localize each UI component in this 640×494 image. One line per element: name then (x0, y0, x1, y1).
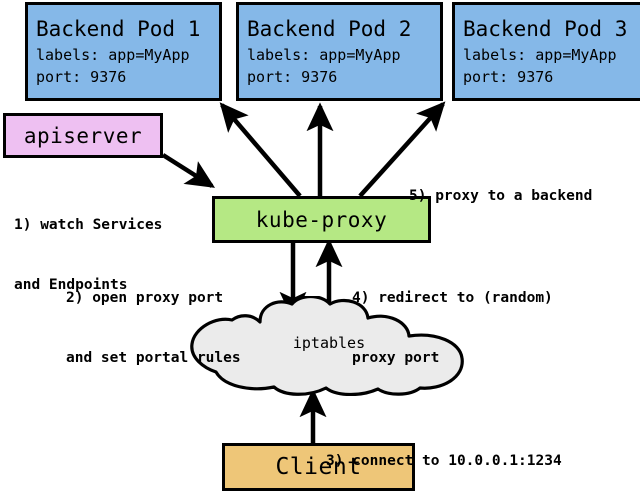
backend-pod-1-title: Backend Pod 1 (36, 16, 201, 41)
backend-pod-3-box: Backend Pod 3 labels: app=MyApp port: 93… (452, 2, 640, 101)
step-5-line-1: 5) proxy to a backend (409, 188, 593, 204)
step-2-line-1: 2) open proxy port (66, 290, 224, 306)
apiserver-box: apiserver (3, 113, 163, 158)
kube-proxy-label: kube-proxy (255, 207, 388, 232)
step-3-line-1: 3) connect to 10.0.0.1:1234 (326, 453, 562, 469)
backend-pod-2-labels: labels: app=MyApp (247, 45, 401, 64)
kube-proxy-box: kube-proxy (212, 196, 431, 243)
backend-pod-1-labels: labels: app=MyApp (36, 45, 190, 64)
step-2-line-2: and set portal rules (66, 350, 241, 366)
backend-pod-3-labels: labels: app=MyApp (463, 45, 617, 64)
step-1-line-2: and Endpoints (14, 277, 128, 293)
backend-pod-2-port: port: 9376 (247, 67, 338, 86)
step-4-line-2: proxy port (352, 350, 440, 366)
step-1-line-1: 1) watch Services (14, 217, 163, 233)
arrow-apiserver-to-kubeproxy (161, 153, 216, 188)
client-label: Client (275, 454, 362, 480)
backend-pod-2-title: Backend Pod 2 (247, 16, 412, 41)
backend-pod-1-port: port: 9376 (36, 67, 127, 86)
arrow-kubeproxy-to-pod1 (219, 102, 302, 198)
step-4-label: 4) redirect to (random) proxy port (352, 248, 553, 408)
step-3-label: 3) connect to 10.0.0.1:1234 (326, 411, 562, 494)
client-box: Client (222, 443, 415, 491)
backend-pod-3-title: Backend Pod 3 (463, 16, 628, 41)
iptables-cloud-shape (190, 294, 464, 397)
iptables-cloud: iptables (188, 294, 470, 397)
backend-pod-1-box: Backend Pod 1 labels: app=MyApp port: 93… (25, 2, 222, 101)
backend-pod-3-port: port: 9376 (463, 67, 554, 86)
step-5-label: 5) proxy to a backend (409, 146, 592, 246)
step-2-label: 2) open proxy port and set portal rules (66, 248, 241, 408)
step-4-line-1: 4) redirect to (random) (352, 290, 553, 306)
apiserver-label: apiserver (23, 123, 143, 148)
step-1-label: 1) watch Services and Endpoints (14, 175, 162, 335)
iptables-label: iptables (292, 334, 366, 352)
backend-pod-2-box: Backend Pod 2 labels: app=MyApp port: 93… (236, 2, 443, 101)
